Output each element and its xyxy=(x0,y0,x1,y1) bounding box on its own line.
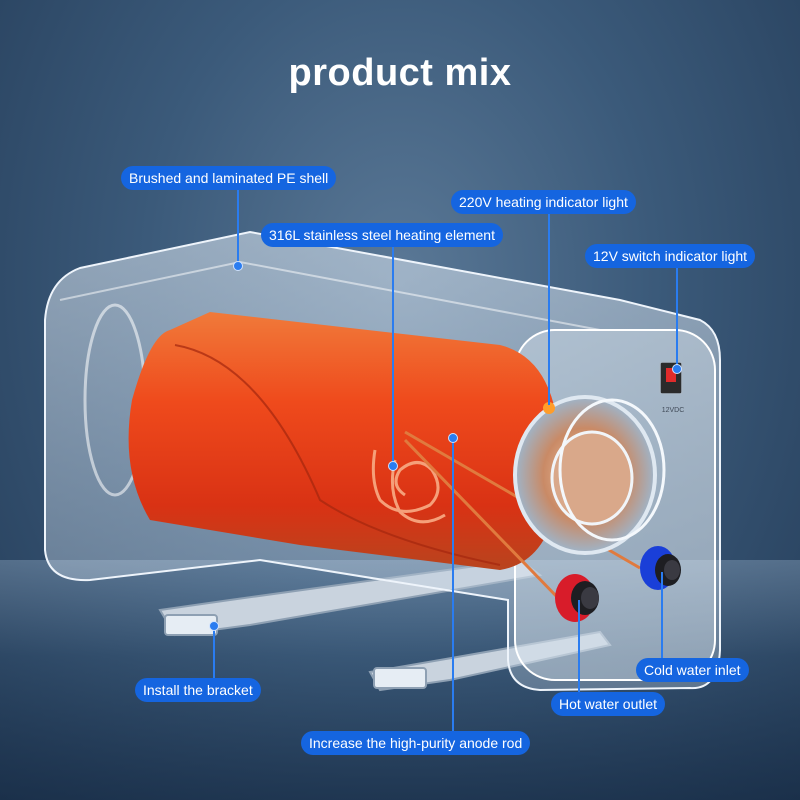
bracket-leader xyxy=(213,627,215,679)
cold-inlet-leader xyxy=(661,572,663,658)
indicator-220v-leader xyxy=(548,210,550,405)
callout-heating-element: 316L stainless steel heating element xyxy=(261,223,503,247)
callout-hot-outlet: Hot water outlet xyxy=(551,692,666,716)
switch-12v-leader xyxy=(676,264,678,368)
tank-flange xyxy=(513,395,666,555)
shell-leader xyxy=(237,187,239,265)
anode-rod-dot xyxy=(448,433,458,443)
callout-shell: Brushed and laminated PE shell xyxy=(121,166,337,190)
hot-outlet-leader xyxy=(578,600,580,692)
page-title: product mix xyxy=(288,52,512,94)
callout-bracket: Install the bracket xyxy=(135,678,261,702)
heating-element-leader xyxy=(392,243,394,465)
heating-indicator-light xyxy=(543,402,555,414)
callout-12v-switch: 12V switch indicator light xyxy=(585,244,756,268)
callout-anode-rod: Increase the high-purity anode rod xyxy=(301,731,531,755)
anode-rod-leader xyxy=(452,437,454,731)
callout-220v-indicator: 220V heating indicator light xyxy=(451,190,636,214)
switch-label: 12VDC xyxy=(662,407,685,414)
bracket-leader-dot xyxy=(209,621,219,631)
shell-leader-dot xyxy=(233,261,243,271)
heating-element-dot xyxy=(388,461,398,471)
callout-cold-inlet: Cold water inlet xyxy=(636,658,749,682)
switch-12v-dot xyxy=(672,364,682,374)
